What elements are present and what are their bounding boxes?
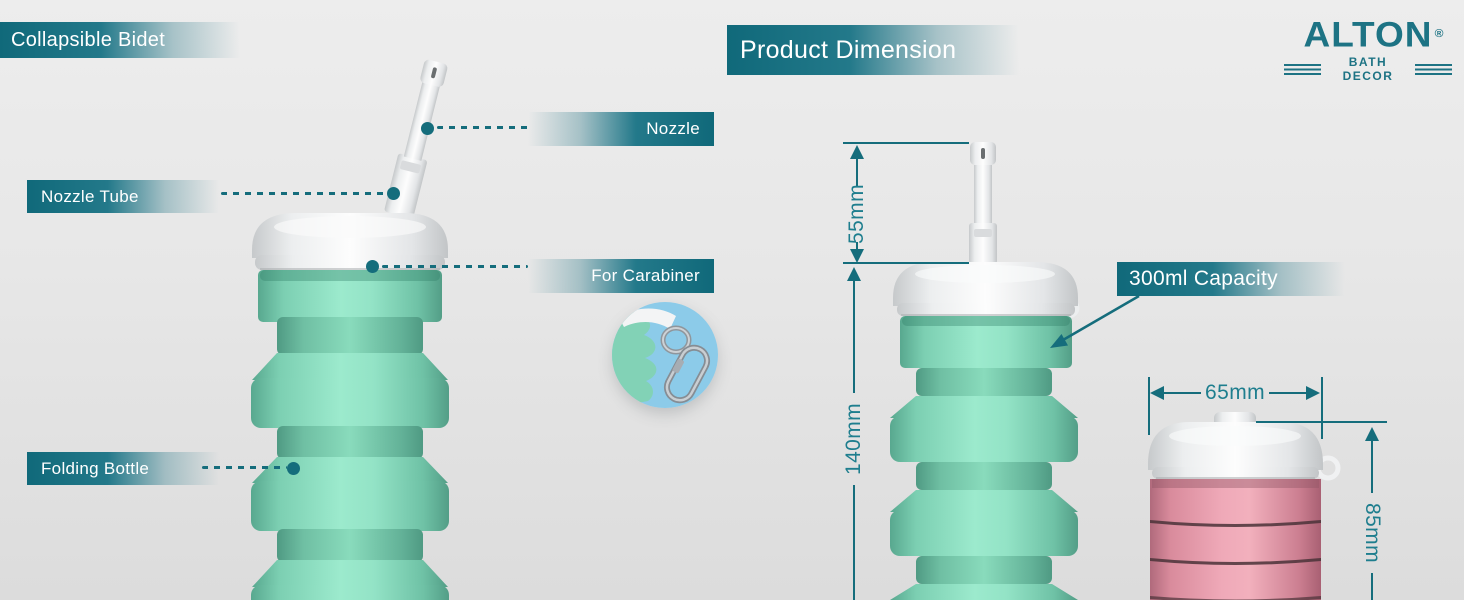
dim140-shaft-top [853, 281, 855, 393]
attachment-ring-highlight [662, 327, 690, 353]
logo-lines-right-icon [1415, 63, 1452, 75]
dim140-arrow-up [847, 267, 861, 281]
nozzle-assembly [384, 59, 448, 218]
dim85-arrow-up [1365, 427, 1379, 441]
carabiner-icon [663, 344, 711, 404]
brand-tagline-row: BATH DECOR [1284, 55, 1452, 83]
carabiner-detail-inset [612, 302, 718, 408]
nozzle-tip-slot [431, 67, 437, 79]
folding-bottle-label-text: Folding Bottle [41, 458, 150, 478]
dim140-label: 140mm [840, 394, 868, 484]
nozzle-tube-detail [400, 160, 421, 174]
brand-tagline: BATH DECOR [1342, 55, 1394, 83]
folding-bottle-leader-line [202, 466, 287, 469]
folding-bottle-pointer-dot [287, 462, 300, 475]
brand-name-text: ALTON [1303, 15, 1433, 54]
nozzle-pointer-dot [421, 122, 434, 135]
dim85-label-text: 85mm [1361, 503, 1385, 563]
dim65-left-boundary [1148, 377, 1150, 435]
dim55-arrow-up [850, 145, 864, 159]
left-section-title: Collapsible Bidet [0, 22, 240, 58]
nozzle-tube-label: Nozzle Tube [27, 180, 219, 213]
dim65-line-right [1268, 392, 1307, 394]
extended-bottle-svg [251, 59, 449, 600]
dim65-assembly: 65mm [1150, 381, 1321, 404]
carabiner-leader-line [382, 265, 528, 268]
dim55-top-line [843, 142, 969, 144]
dim140-label-text: 140mm [842, 402, 865, 476]
carabiner-label-text: For Carabiner [591, 266, 700, 285]
capacity-label-text: 300ml Capacity [1129, 267, 1278, 290]
nozzle-label-text: Nozzle [646, 119, 700, 138]
folding-body [251, 270, 449, 600]
logo-lines-left-icon [1284, 63, 1321, 75]
dim-cap-seam [901, 314, 1071, 316]
collapsed-bottle-image [1144, 410, 1344, 600]
dim65-label-text: 65mm [1205, 381, 1265, 404]
dim-cap-rim [897, 303, 1075, 316]
nozzle-tube-label-text: Nozzle Tube [41, 186, 139, 206]
dim-cap-highlight [915, 265, 1055, 283]
nozzle-shaft [403, 80, 441, 161]
dim55-label-text: 55mm [845, 184, 869, 244]
collapsed-bottle-svg [1148, 412, 1341, 600]
nozzle-tube-leader-line [221, 192, 385, 195]
dim55-label: 55mm [843, 184, 871, 244]
nozzle-leader-line [437, 126, 530, 129]
dim55-arrow-down [850, 249, 864, 263]
collapsed-cap-seam [1156, 477, 1315, 479]
collapsed-body [1150, 479, 1321, 600]
collapsed-cap-rim [1152, 467, 1319, 479]
nozzle-tube-pointer-dot [387, 187, 400, 200]
inset-cap-edge [618, 308, 676, 329]
dim85-top-line [1256, 421, 1387, 423]
dim65-arrow-right [1306, 386, 1321, 400]
carabiner-pointer-dot [366, 260, 379, 273]
dimension-bottle-svg [890, 142, 1080, 600]
nozzle-label: Nozzle [528, 112, 714, 146]
extended-bottle-image [250, 55, 460, 600]
dim55-bottom-line [843, 262, 969, 264]
dim65-arrow-left [1150, 386, 1164, 400]
right-section-title: Product Dimension [727, 25, 1019, 75]
capacity-arrow [1050, 294, 1140, 348]
dimension-bottle-image [888, 140, 1080, 600]
dim85-label: 85mm [1358, 494, 1386, 572]
left-section-title-text: Collapsible Bidet [11, 28, 166, 51]
dim85-shaft-top [1371, 441, 1373, 493]
dim-folding-body [890, 316, 1078, 600]
folding-bottle-label: Folding Bottle [27, 452, 219, 485]
dim85-shaft-bottom [1371, 573, 1373, 600]
dim-nozzle-assembly [969, 142, 997, 264]
dim65-line-left [1164, 392, 1202, 394]
registered-trademark-icon: ® [1434, 26, 1445, 40]
dim55-shaft-bottom [856, 242, 858, 250]
carabiner-label: For Carabiner [528, 259, 714, 293]
collapsed-cap-highlight [1169, 426, 1301, 446]
cap-seam [260, 268, 440, 270]
inset-bottle-edge [612, 310, 657, 408]
brand-logo: ALTON ® BATH DECOR [1284, 16, 1452, 83]
capacity-label: 300ml Capacity [1117, 262, 1345, 296]
dim55-shaft-top [856, 159, 858, 186]
dim65-right-boundary [1321, 377, 1323, 439]
carabiner-inset-svg [612, 302, 718, 408]
brand-name: ALTON ® [1303, 15, 1443, 54]
cap-highlight [274, 216, 426, 238]
right-section-title-text: Product Dimension [740, 35, 957, 64]
dim140-shaft-bottom [853, 485, 855, 600]
